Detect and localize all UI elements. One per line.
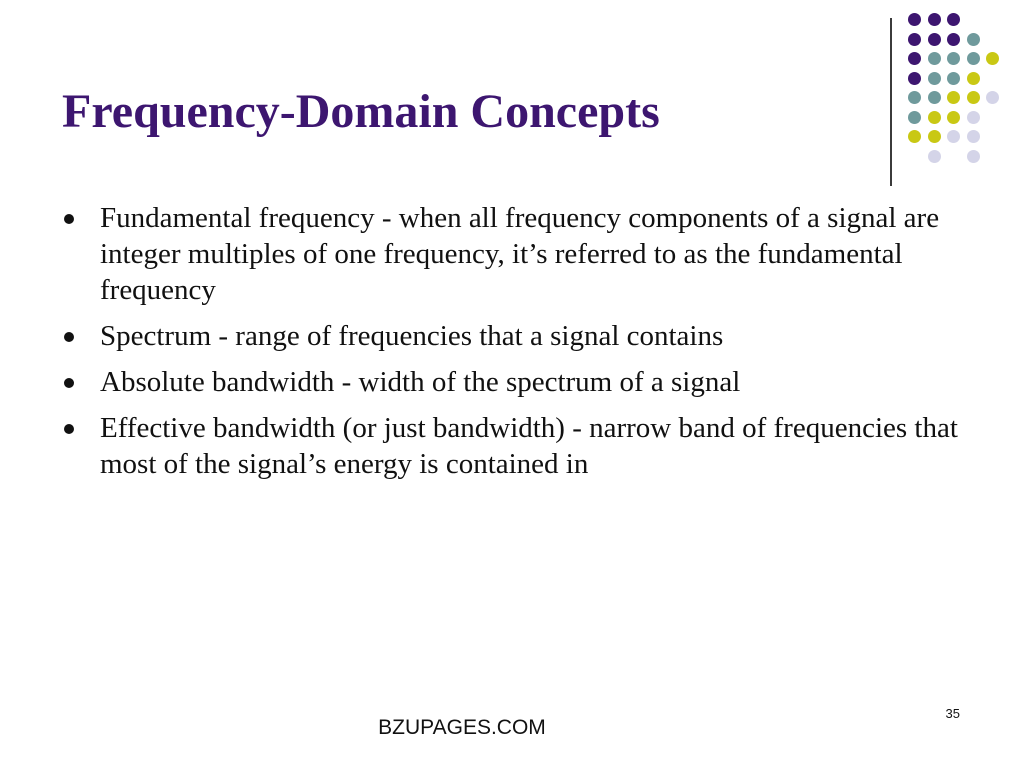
decorative-dot bbox=[927, 71, 941, 85]
decorative-dot bbox=[927, 130, 941, 143]
decorative-dot bbox=[947, 13, 960, 26]
decorative-dot bbox=[947, 91, 960, 104]
bullet-text: Spectrum - range of frequencies that a s… bbox=[100, 320, 724, 352]
decorative-dot bbox=[986, 91, 999, 104]
decorative-dot-grid bbox=[908, 13, 1008, 163]
decorative-dot bbox=[927, 52, 941, 65]
decorative-dot bbox=[966, 32, 980, 46]
decorative-dot bbox=[966, 71, 980, 85]
decorative-dot bbox=[908, 130, 921, 143]
bullet-text: Effective bandwidth (or just bandwidth) … bbox=[100, 412, 958, 480]
bullet-item: Absolute bandwidth - width of the spectr… bbox=[60, 364, 960, 400]
decorative-dot bbox=[966, 130, 980, 143]
bullet-icon bbox=[64, 424, 74, 434]
decorative-dot bbox=[947, 71, 960, 85]
bullet-item: Spectrum - range of frequencies that a s… bbox=[60, 318, 960, 354]
decorative-dot bbox=[927, 110, 941, 124]
decorative-dot bbox=[927, 13, 941, 26]
decorative-dot bbox=[947, 32, 960, 46]
decorative-dot bbox=[986, 52, 999, 65]
decorative-dot bbox=[908, 91, 921, 104]
slide-number: 35 bbox=[945, 706, 960, 721]
decorative-dot bbox=[947, 52, 960, 65]
bullet-text: Absolute bandwidth - width of the spectr… bbox=[100, 366, 741, 398]
decorative-dot bbox=[966, 91, 980, 104]
decorative-dot bbox=[927, 149, 941, 163]
decorative-dot bbox=[908, 110, 921, 124]
decorative-dot bbox=[966, 149, 980, 163]
decorative-dot bbox=[947, 110, 960, 124]
bullet-item: Effective bandwidth (or just bandwidth) … bbox=[60, 410, 960, 482]
decorative-dot bbox=[908, 13, 921, 26]
bullet-text: Fundamental frequency - when all frequen… bbox=[100, 202, 940, 306]
decorative-dot bbox=[966, 110, 980, 124]
decorative-dot bbox=[908, 52, 921, 65]
decorative-dot bbox=[927, 91, 941, 104]
decorative-dot bbox=[947, 130, 960, 143]
header-divider bbox=[890, 18, 892, 186]
bullet-item: Fundamental frequency - when all frequen… bbox=[60, 200, 960, 308]
decorative-dot bbox=[908, 71, 921, 85]
slide-title: Frequency-Domain Concepts bbox=[62, 85, 660, 138]
bullet-icon bbox=[64, 214, 74, 224]
footer-text: BZUPAGES.COM bbox=[378, 716, 546, 739]
decorative-dot bbox=[966, 52, 980, 65]
bullet-icon bbox=[64, 378, 74, 388]
decorative-dot bbox=[908, 32, 921, 46]
bullet-list: Fundamental frequency - when all frequen… bbox=[60, 200, 960, 492]
decorative-dot bbox=[927, 32, 941, 46]
bullet-icon bbox=[64, 332, 74, 342]
